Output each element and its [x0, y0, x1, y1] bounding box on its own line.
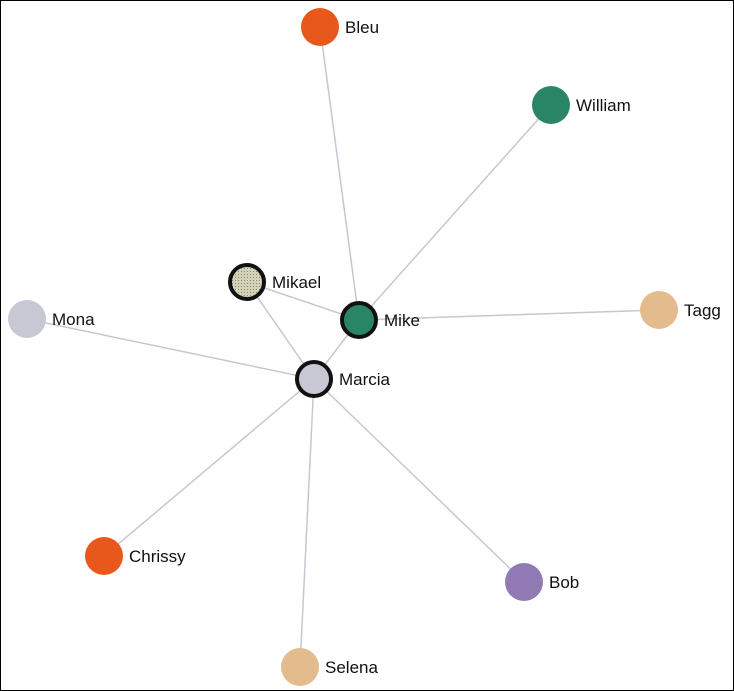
- node-circle-chrissy[interactable]: [85, 537, 123, 575]
- node-label-william: William: [576, 96, 631, 115]
- node-label-mike: Mike: [384, 311, 420, 330]
- node-circle-mona[interactable]: [8, 300, 46, 338]
- link-mike-william: [358, 104, 552, 321]
- node-marcia[interactable]: Marcia: [295, 360, 391, 398]
- link-mike-tagg: [358, 309, 660, 321]
- node-label-chrissy: Chrissy: [129, 547, 186, 566]
- node-label-tagg: Tagg: [684, 301, 721, 320]
- link-marcia-mona: [26, 318, 315, 380]
- node-label-mikael: Mikael: [272, 273, 321, 292]
- node-tagg[interactable]: Tagg: [640, 291, 721, 329]
- node-label-bob: Bob: [549, 573, 579, 592]
- link-marcia-selena: [299, 378, 315, 668]
- node-circle-mikael[interactable]: [228, 263, 266, 301]
- node-circle-william[interactable]: [532, 86, 570, 124]
- links-layer: [26, 26, 660, 668]
- link-mike-bleu: [319, 26, 360, 321]
- node-circle-marcia[interactable]: [295, 360, 333, 398]
- link-marcia-mikael: [246, 281, 315, 380]
- node-selena[interactable]: Selena: [281, 648, 378, 686]
- node-bleu[interactable]: Bleu: [301, 8, 379, 46]
- node-chrissy[interactable]: Chrissy: [85, 537, 186, 575]
- node-circle-selena[interactable]: [281, 648, 319, 686]
- link-mike-mikael: [246, 281, 360, 321]
- node-mona[interactable]: Mona: [8, 300, 95, 338]
- link-marcia-chrissy: [103, 378, 315, 557]
- node-circle-mike[interactable]: [340, 301, 378, 339]
- node-bob[interactable]: Bob: [505, 563, 579, 601]
- node-mike[interactable]: Mike: [340, 301, 420, 339]
- node-circle-tagg[interactable]: [640, 291, 678, 329]
- node-circle-bleu[interactable]: [301, 8, 339, 46]
- node-label-bleu: Bleu: [345, 18, 379, 37]
- node-mikael[interactable]: Mikael: [228, 263, 321, 301]
- node-william[interactable]: William: [532, 86, 631, 124]
- node-label-selena: Selena: [325, 658, 378, 677]
- node-label-mona: Mona: [52, 310, 95, 329]
- node-label-marcia: Marcia: [339, 370, 391, 389]
- node-circle-bob[interactable]: [505, 563, 543, 601]
- link-marcia-bob: [313, 378, 525, 583]
